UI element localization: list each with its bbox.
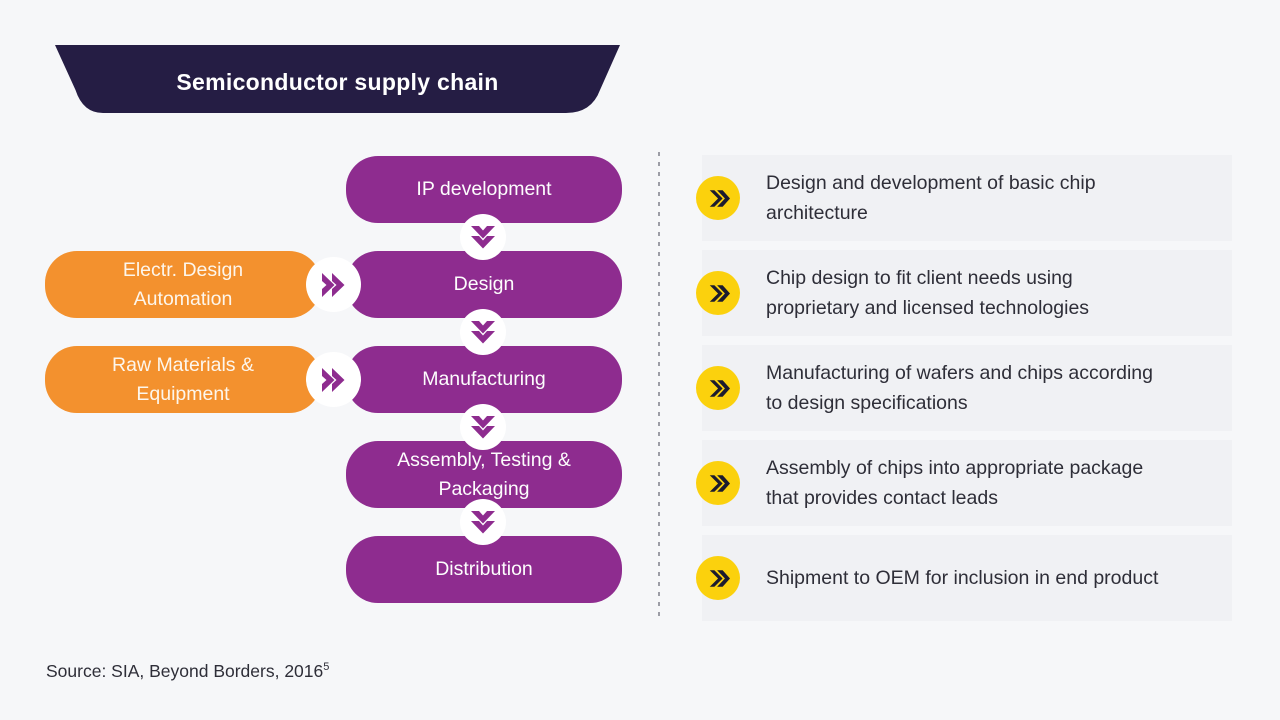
page-title: Semiconductor supply chain (176, 68, 499, 95)
double-chevron-right-icon (709, 284, 730, 302)
flow-connector (460, 309, 506, 355)
bullet-marker (696, 176, 740, 220)
input-box-raw-materials-equipment: Raw Materials & Equipment (45, 346, 321, 413)
bullet-item: Shipment to OEM for inclusion in end pro… (696, 535, 1232, 621)
dotted-divider (658, 152, 660, 622)
stage-box-manufacturing: Manufacturing (346, 346, 622, 413)
chevron-down-icon (471, 510, 495, 533)
stage-box-ip-development: IP development (346, 156, 622, 223)
bullet-marker (696, 366, 740, 410)
stage-box-design: Design (346, 251, 622, 318)
input-box-electronic-design-automation: Electr. Design Automation (45, 251, 321, 318)
flow-connector (460, 404, 506, 450)
chevron-right-icon (322, 367, 345, 392)
bullet-item: Manufacturing of wafers and chips accord… (696, 345, 1232, 431)
bullet-item: Assembly of chips into appropriate packa… (696, 440, 1232, 526)
banner-shape (55, 45, 620, 113)
double-chevron-right-icon (709, 379, 730, 397)
bullet-item: Chip design to fit client needs using pr… (696, 250, 1232, 336)
bullet-text: Design and development of basic chip arc… (766, 172, 1096, 224)
source-text: Source: SIA, Beyond Borders, 2016 (46, 661, 324, 681)
chevron-right-icon (322, 272, 345, 297)
double-chevron-right-icon (709, 189, 730, 207)
stage-box-assembly-testing-packaging: Assembly, Testing & Packaging (346, 441, 622, 508)
flow-connector (460, 214, 506, 260)
bullet-text: Chip design to fit client needs using pr… (766, 267, 1090, 319)
flow-connector (460, 499, 506, 545)
bullet-text: Manufacturing of wafers and chips accord… (766, 362, 1153, 414)
input-connector (306, 257, 361, 312)
double-chevron-right-icon (709, 569, 730, 587)
bullet-marker (696, 271, 740, 315)
bullet-marker (696, 556, 740, 600)
bullet-item: Design and development of basic chip arc… (696, 155, 1232, 241)
source-footnote-marker: 5 (323, 661, 330, 674)
stage-box-distribution: Distribution (346, 536, 622, 603)
title-banner: Semiconductor supply chain (55, 45, 620, 113)
bullet-marker (696, 461, 740, 505)
input-connector (306, 352, 361, 407)
double-chevron-right-icon (709, 474, 730, 492)
chevron-down-icon (471, 225, 495, 248)
chevron-down-icon (471, 320, 495, 343)
chevron-down-icon (471, 415, 495, 438)
bullet-text: Shipment to OEM for inclusion in end pro… (766, 567, 1159, 589)
bullet-text: Assembly of chips into appropriate packa… (766, 457, 1144, 509)
source-note: Source: SIA, Beyond Borders, 20165 (46, 661, 329, 682)
